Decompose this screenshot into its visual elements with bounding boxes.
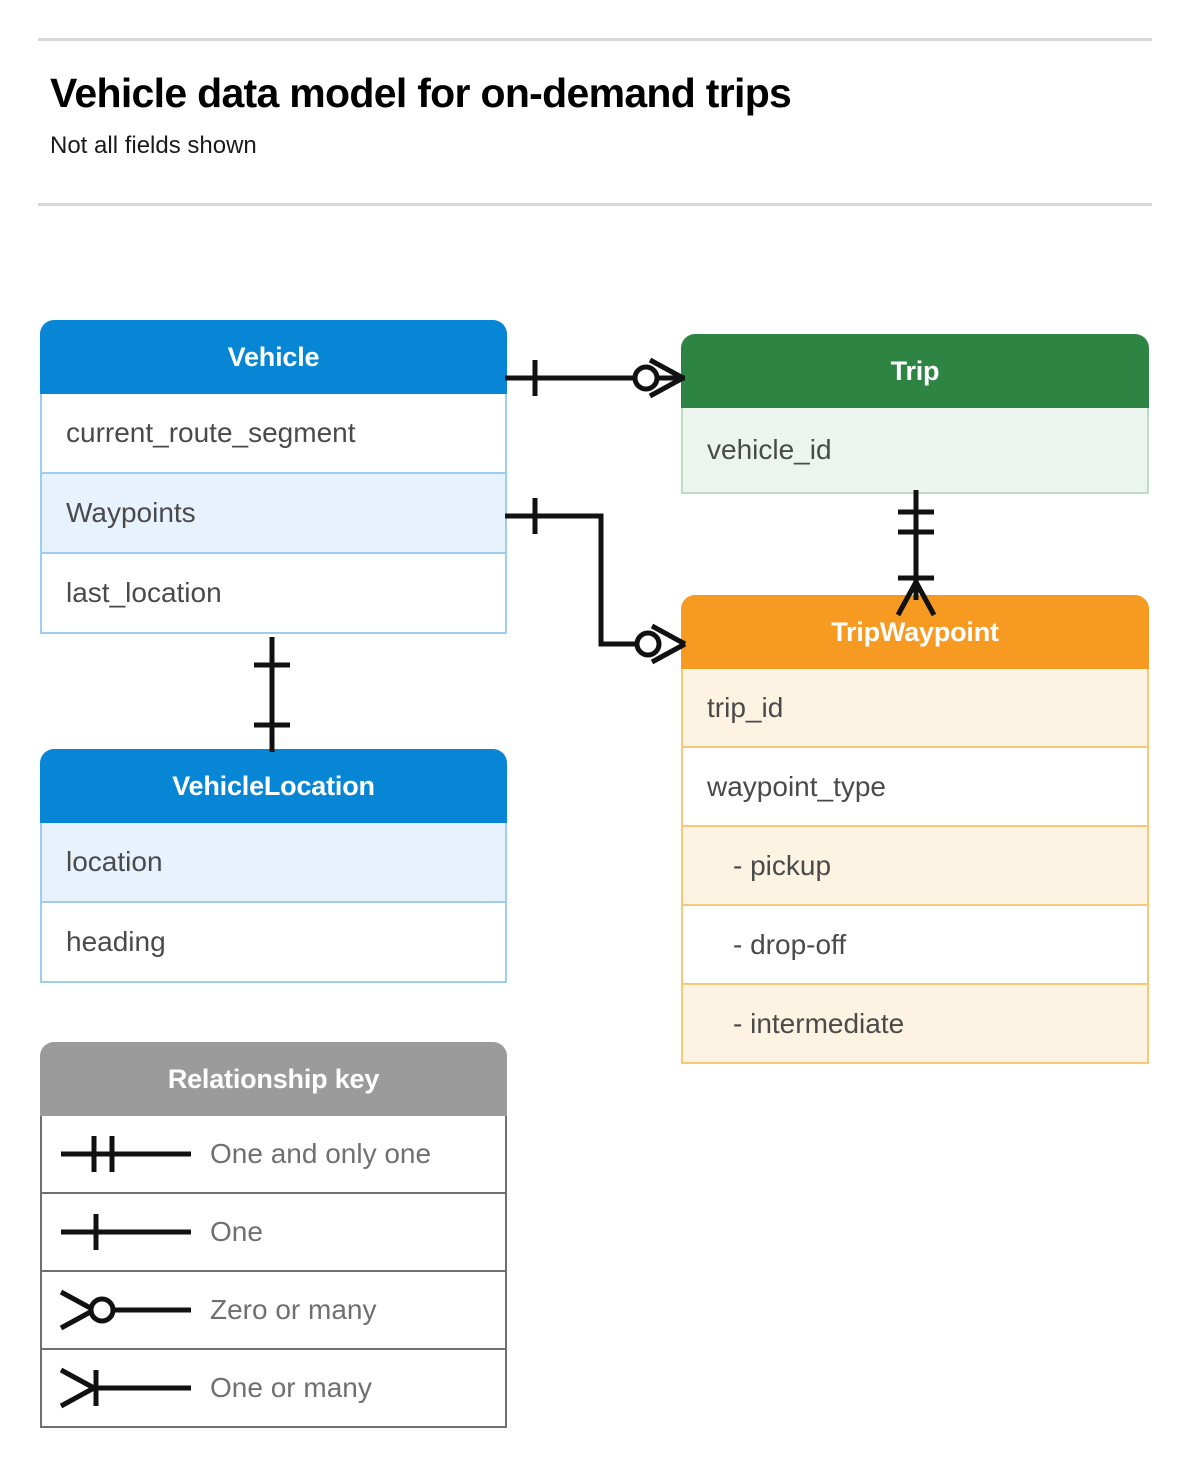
legend-item[interactable]: One [40,1194,507,1272]
legend-rows: One and only one One [40,1116,507,1428]
entity-trip-waypoint-field-row[interactable]: waypoint_type [681,748,1149,827]
divider-top [38,38,1152,41]
legend-relationship-key[interactable]: Relationship key One and only one [40,1042,507,1428]
entity-trip-fields: vehicle_id [681,408,1149,494]
entity-trip-waypoint-field-row[interactable]: trip_id [681,669,1149,748]
page-subtitle: Not all fields shown [50,132,257,159]
zero-or-many-symbol [42,1280,210,1340]
entity-trip-waypoint-enum-row[interactable]: - drop-off [681,906,1149,985]
one-or-many-symbol [42,1358,210,1418]
legend-item-label: One [210,1216,263,1247]
legend-item-label: Zero or many [210,1294,377,1325]
entity-vehicle-location-fields: location heading [40,823,507,983]
entity-vehicle-fields: current_route_segment Waypoints last_loc… [40,394,507,634]
entity-trip-waypoint[interactable]: TripWaypoint trip_id waypoint_type - pic… [681,595,1149,1064]
legend-item[interactable]: One and only one [40,1116,507,1194]
entity-trip-field-row[interactable]: vehicle_id [681,408,1149,494]
legend-item[interactable]: Zero or many [40,1272,507,1350]
entity-trip-waypoint-enum-row[interactable]: - intermediate [681,985,1149,1064]
connector-vehicle-trip [505,357,685,399]
legend-header: Relationship key [40,1042,507,1116]
entity-vehicle-field-row[interactable]: last_location [40,554,507,634]
divider-bottom [38,203,1152,206]
legend-item-label: One and only one [210,1138,432,1169]
entity-trip-waypoint-header: TripWaypoint [681,595,1149,669]
one-and-only-one-symbol [42,1124,210,1184]
entity-vehicle[interactable]: Vehicle current_route_segment Waypoints … [40,320,507,634]
entity-vehicle-location-field-row[interactable]: heading [40,903,507,983]
legend-item-label: One or many [210,1372,372,1403]
entity-trip-waypoint-fields: trip_id waypoint_type - pickup - drop-of… [681,669,1149,1064]
entity-vehicle-location-header: VehicleLocation [40,749,507,823]
one-symbol [42,1202,210,1262]
entity-vehicle-header: Vehicle [40,320,507,394]
connector-waypoints-tripwaypoint [505,498,687,665]
entity-trip-header: Trip [681,334,1149,408]
entity-trip[interactable]: Trip vehicle_id [681,334,1149,494]
legend-item[interactable]: One or many [40,1350,507,1428]
entity-vehicle-field-row[interactable]: current_route_segment [40,394,507,474]
page-title: Vehicle data model for on-demand trips [50,70,792,116]
entity-trip-waypoint-enum-row[interactable]: - pickup [681,827,1149,906]
entity-vehicle-field-row[interactable]: Waypoints [40,474,507,554]
connector-trip-tripwaypoint [895,490,937,617]
entity-vehicle-location-field-row[interactable]: location [40,823,507,903]
connector-vehicle-vehiclelocation [254,637,290,752]
entity-vehicle-location[interactable]: VehicleLocation location heading [40,749,507,983]
